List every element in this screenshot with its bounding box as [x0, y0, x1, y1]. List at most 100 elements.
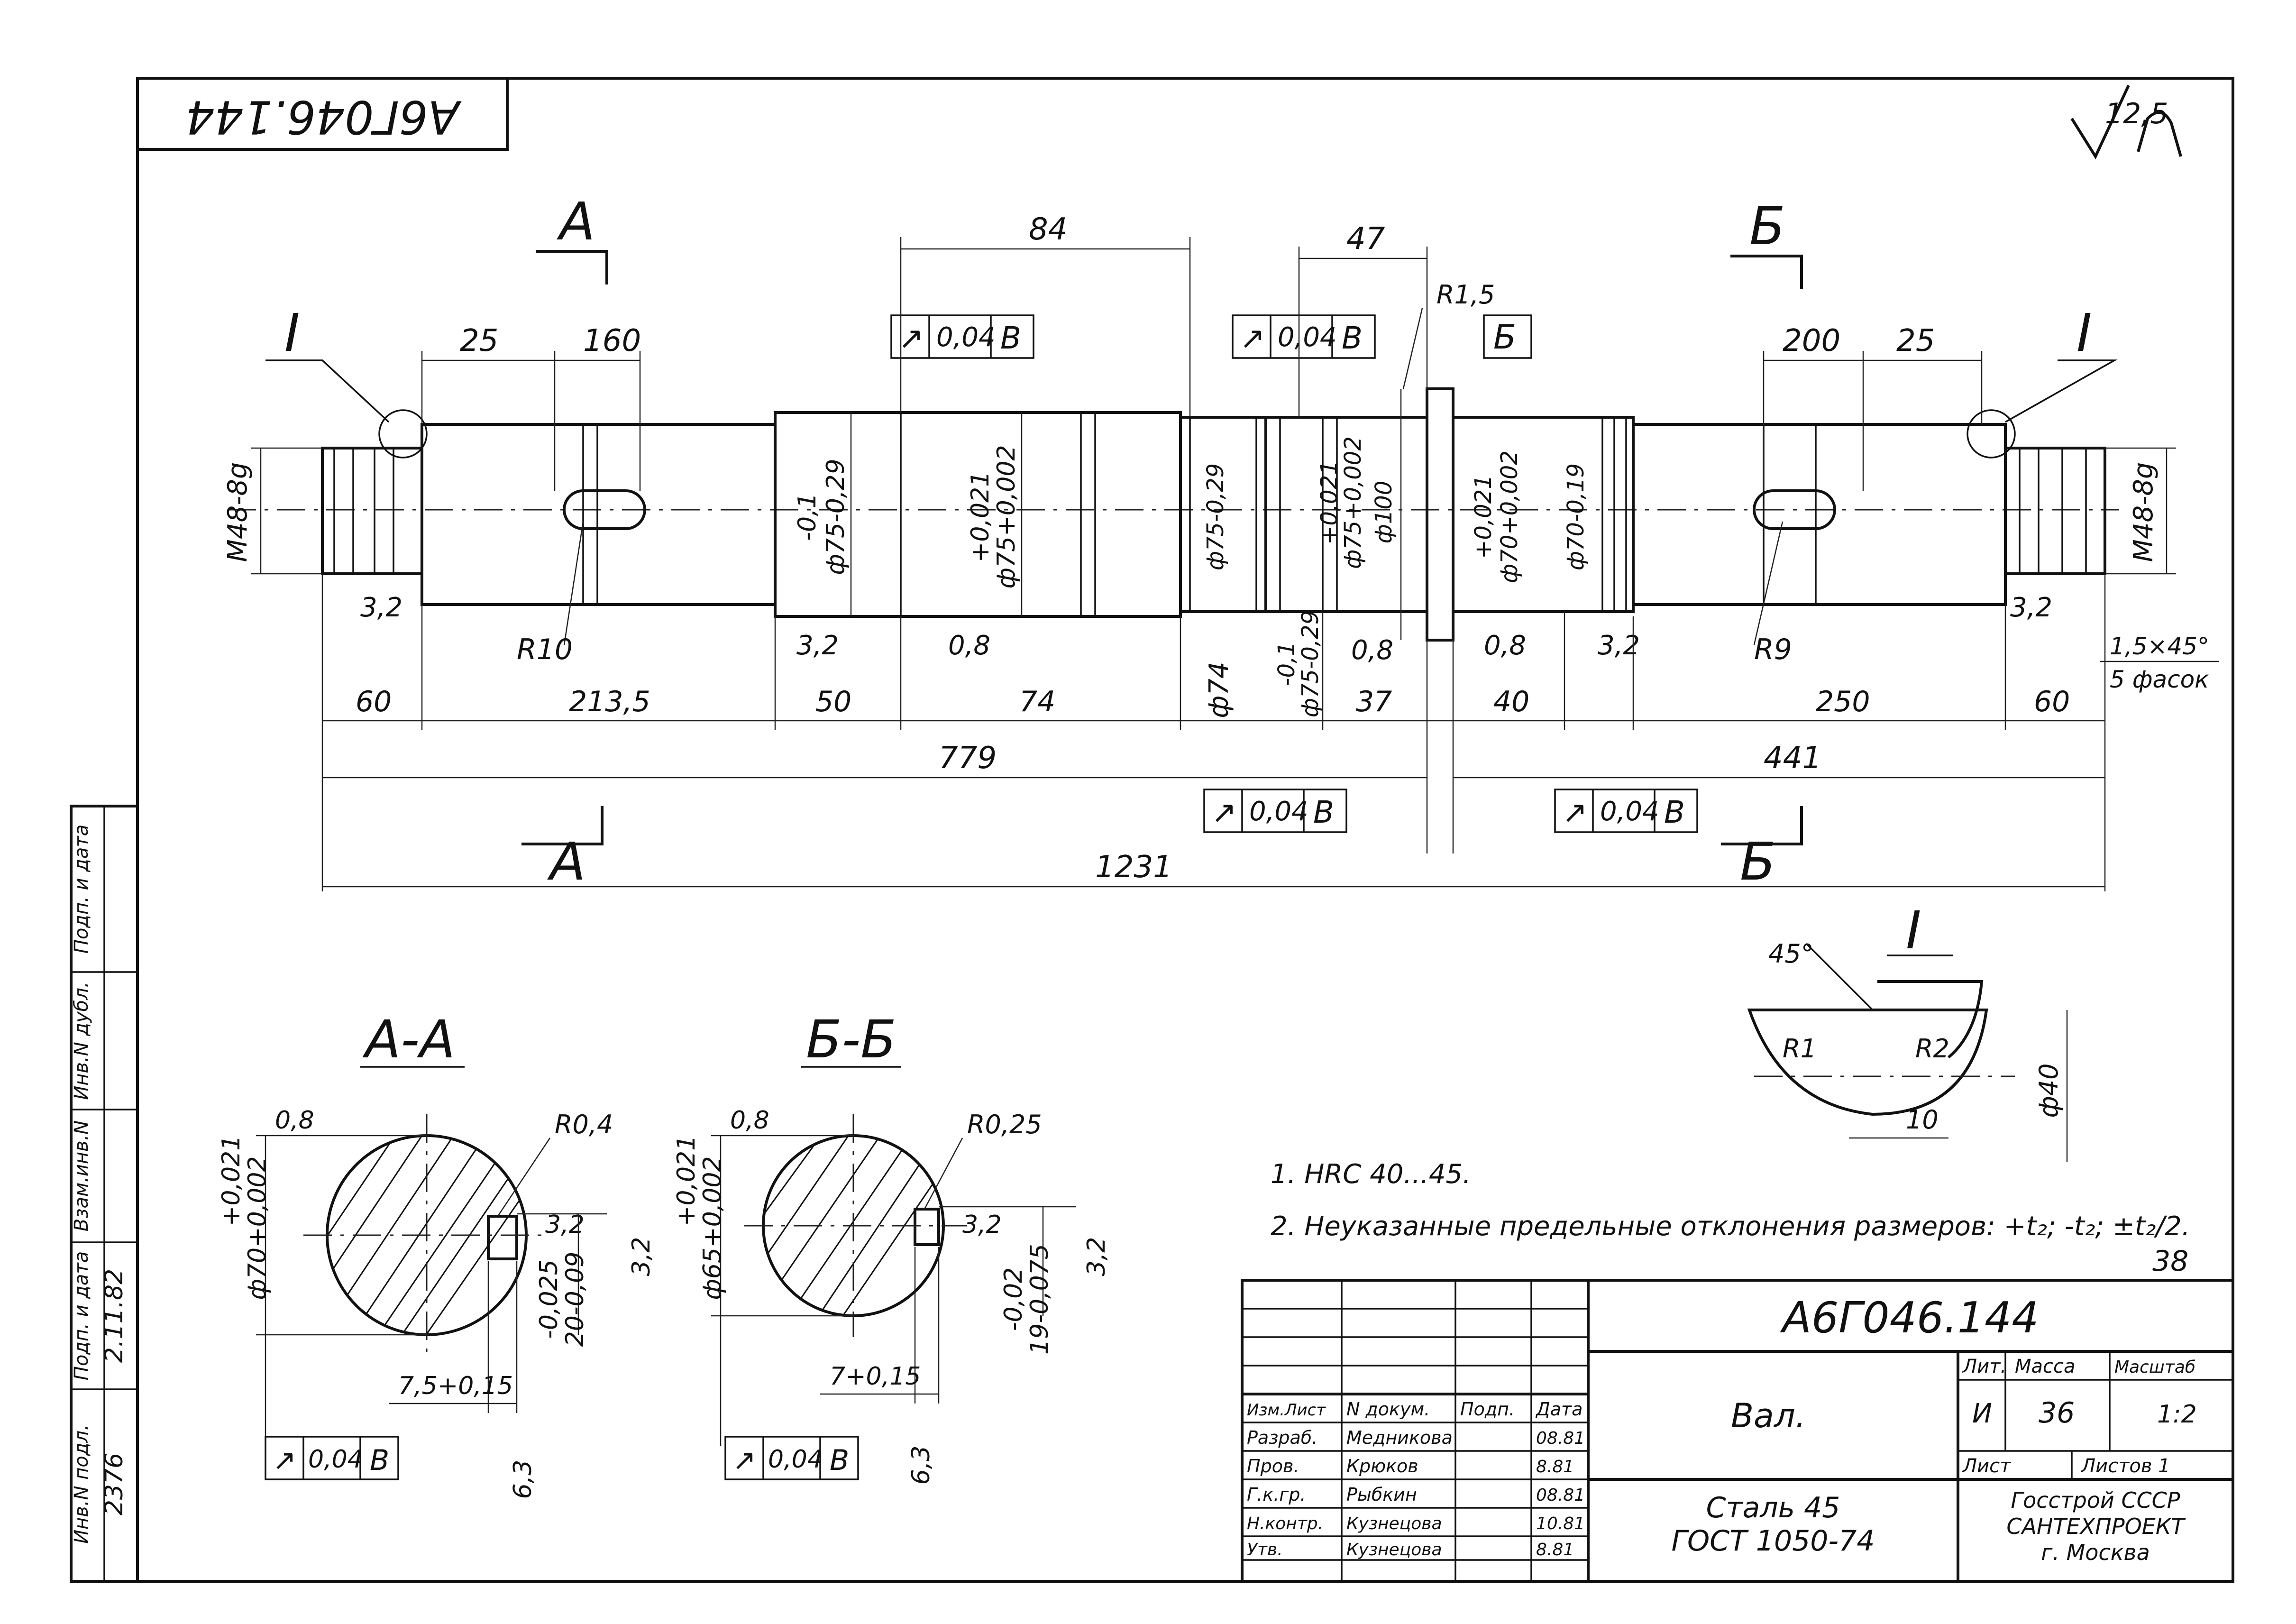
material-1: Сталь 45	[1706, 1491, 1840, 1524]
svg-text:0,8: 0,8	[275, 1106, 314, 1135]
svg-text:ф65+0,002: ф65+0,002	[698, 1156, 727, 1300]
svg-text:45°: 45°	[1768, 939, 1814, 969]
sheet-index: 38	[2152, 1245, 2188, 1278]
svg-text:3,2: 3,2	[796, 630, 839, 661]
svg-text:Масштаб: Масштаб	[2114, 1358, 2195, 1377]
svg-text:441: 441	[1764, 741, 1821, 776]
notes: 1. HRC 40...45. 2. Неуказанные предельны…	[1271, 1159, 2190, 1278]
svg-text:3,2: 3,2	[1082, 1237, 1111, 1276]
svg-text:М48-8g: М48-8g	[2128, 462, 2159, 562]
svg-text:↗: ↗	[1240, 321, 1265, 356]
svg-text:М48-8g: М48-8g	[222, 462, 253, 562]
mark-a-top: А	[557, 191, 595, 252]
svg-text:3,2: 3,2	[360, 592, 402, 623]
svg-text:10: 10	[1906, 1105, 1939, 1135]
svg-text:74: 74	[1019, 685, 1055, 718]
sheet-border	[136, 77, 2234, 1583]
svg-text:Пров.: Пров.	[1247, 1456, 1299, 1477]
svg-text:Г.к.гр.: Г.к.гр.	[1247, 1484, 1306, 1505]
svg-text:В: В	[370, 1444, 389, 1477]
tolerance-frame-1: ↗ 0,04 В	[890, 314, 1034, 359]
svg-text:+0,021: +0,021	[672, 1135, 701, 1226]
svg-text:В: В	[1342, 321, 1363, 356]
section-b-b: Б-Б ф65+0,002 +0,021 R0,25 3,2 3,2 19-0,…	[672, 1009, 1111, 1485]
svg-text:1231: 1231	[1095, 850, 1172, 885]
detail-i: I R1 R2 45° 10 ф40	[1747, 900, 2068, 1162]
svg-text:↗: ↗	[1211, 795, 1237, 830]
stamp-label-3: Взам.инв.N	[71, 1120, 92, 1231]
stamp-label-5: Инв.N подл.	[71, 1424, 92, 1544]
svg-text:Крюков: Крюков	[1346, 1456, 1418, 1477]
stamp-label-1: Подп. и дата	[71, 825, 92, 954]
svg-text:Масса: Масса	[2015, 1356, 2076, 1377]
stamp-inv-number: 2376	[100, 1453, 128, 1515]
svg-text:08.81: 08.81	[1536, 1429, 1585, 1448]
drawing-number-top: А6Г046.144	[185, 91, 462, 144]
svg-text:R10: R10	[517, 633, 573, 666]
svg-text:20-0,09: 20-0,09	[561, 1252, 589, 1347]
svg-text:3,2: 3,2	[962, 1211, 1002, 1239]
svg-text:R1,5: R1,5	[1436, 280, 1495, 310]
svg-text:ф100: ф100	[1371, 481, 1397, 544]
svg-text:Кузнецова: Кузнецова	[1346, 1540, 1442, 1560]
svg-text:-0,1: -0,1	[793, 493, 822, 541]
shaft-main-view	[228, 387, 2119, 642]
general-roughness: 12,5	[2070, 84, 2182, 160]
svg-text:60: 60	[356, 685, 392, 718]
svg-text:В: В	[830, 1444, 849, 1477]
svg-text:250: 250	[1816, 685, 1870, 718]
org-2: САНТЕХПРОЕКТ	[2006, 1514, 2186, 1539]
svg-text:ф70+0,002: ф70+0,002	[243, 1156, 272, 1300]
svg-text:Утв.: Утв.	[1247, 1540, 1283, 1560]
section-marks: А А Б Б I I Б	[265, 191, 2118, 892]
svg-text:Медникова: Медникова	[1346, 1427, 1453, 1448]
svg-text:200: 200	[1783, 323, 1840, 358]
svg-text:25: 25	[460, 323, 498, 358]
svg-text:↗: ↗	[732, 1444, 756, 1477]
svg-text:37: 37	[1356, 685, 1392, 718]
svg-text:ф75-0,29: ф75-0,29	[1297, 610, 1324, 717]
svg-text:-0,025: -0,025	[535, 1259, 563, 1339]
svg-text:+0,021: +0,021	[1316, 460, 1343, 545]
svg-text:Изм.Лист: Изм.Лист	[1247, 1401, 1326, 1420]
svg-text:7+0,15: 7+0,15	[830, 1362, 921, 1391]
note-2: 2. Неуказанные предельные отклонения раз…	[1271, 1211, 2190, 1242]
svg-text:779: 779	[939, 741, 997, 776]
svg-text:ф70+0,002: ф70+0,002	[1496, 450, 1523, 583]
svg-text:-0,02: -0,02	[999, 1267, 1028, 1331]
svg-text:R0,4: R0,4	[555, 1110, 613, 1139]
svg-text:R1: R1	[1783, 1034, 1817, 1064]
stamp-sign-date: 2.11.82	[100, 1269, 128, 1363]
svg-text:↗: ↗	[273, 1444, 296, 1477]
svg-text:0,04: 0,04	[768, 1445, 823, 1474]
svg-text:08.81: 08.81	[1536, 1486, 1585, 1505]
svg-text:6,3: 6,3	[907, 1446, 935, 1485]
svg-text:7,5+0,15: 7,5+0,15	[398, 1372, 513, 1400]
svg-text:84: 84	[1029, 212, 1067, 247]
mark-b-bottom: Б	[1740, 831, 1775, 892]
org-1: Госстрой СССР	[2011, 1487, 2180, 1513]
svg-text:213,5: 213,5	[569, 685, 650, 718]
material-2: ГОСТ 1050-74	[1672, 1524, 1875, 1558]
svg-text:В: В	[1664, 795, 1685, 830]
svg-text:5 фасок: 5 фасок	[2110, 666, 2209, 693]
svg-text:В: В	[1313, 795, 1334, 830]
stamp-label-4: Подп. и дата	[71, 1251, 92, 1380]
section-a-a: А-А ф70+0,002 +0,021 R0,4 3,2 3,2	[217, 1009, 656, 1499]
svg-text:40: 40	[1493, 685, 1529, 718]
svg-text:ф75+0,002: ф75+0,002	[992, 445, 1021, 588]
svg-text:N докум.: N докум.	[1346, 1399, 1430, 1420]
svg-text:1,5×45°: 1,5×45°	[2110, 633, 2209, 660]
svg-text:Кузнецова: Кузнецова	[1346, 1514, 1442, 1533]
svg-text:60: 60	[2034, 685, 2070, 718]
svg-text:Дата: Дата	[1535, 1399, 1583, 1420]
svg-text:0,04: 0,04	[936, 322, 996, 353]
svg-text:0,8: 0,8	[730, 1106, 769, 1135]
svg-text:-0,1: -0,1	[1273, 642, 1300, 686]
svg-text:8.81: 8.81	[1536, 1457, 1574, 1477]
svg-text:25: 25	[1896, 323, 1935, 358]
svg-text:6,3: 6,3	[509, 1460, 537, 1499]
mark-a-bottom: А	[547, 831, 585, 892]
svg-text:Листов 1: Листов 1	[2080, 1455, 2170, 1477]
